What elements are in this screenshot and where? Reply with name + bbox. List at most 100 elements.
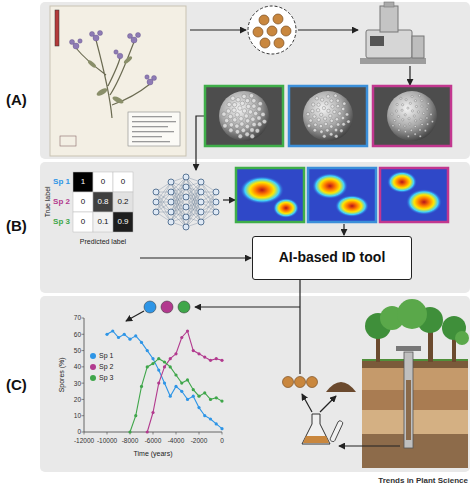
sem-texture bbox=[426, 117, 428, 119]
cnn-neuron bbox=[183, 174, 189, 180]
sem-texture bbox=[320, 113, 323, 116]
data-point bbox=[105, 333, 108, 336]
cnn-neuron bbox=[183, 204, 189, 210]
herbarium-sheet bbox=[136, 33, 141, 38]
sem-texture bbox=[239, 116, 243, 120]
forest-soil bbox=[362, 434, 468, 468]
sem-texture bbox=[334, 128, 337, 131]
cnn-neuron bbox=[183, 184, 189, 190]
sem-texture bbox=[235, 113, 239, 117]
cnn-neuron bbox=[183, 194, 189, 200]
sem-texture bbox=[252, 98, 256, 102]
tick-mark bbox=[107, 432, 108, 435]
tick-label: -4000 bbox=[168, 437, 185, 444]
panel-band bbox=[40, 2, 470, 472]
sem-texture bbox=[242, 94, 246, 98]
tick-mark bbox=[82, 350, 85, 351]
isolated-spores bbox=[307, 377, 318, 388]
data-point bbox=[157, 381, 160, 384]
pollen-sample bbox=[273, 14, 283, 24]
species-spore bbox=[161, 301, 173, 313]
sem-texture bbox=[228, 114, 232, 118]
data-point bbox=[192, 349, 195, 352]
electron-microscope bbox=[384, 2, 394, 7]
sem-texture bbox=[426, 108, 428, 110]
sem-texture bbox=[240, 122, 244, 126]
forest-soil bbox=[455, 331, 469, 345]
class-label: Sp 2 bbox=[53, 198, 70, 207]
sem-texture bbox=[329, 114, 332, 117]
cnn-neuron bbox=[153, 189, 159, 195]
herbarium-sheet bbox=[132, 136, 162, 137]
cnn-neuron bbox=[213, 189, 219, 195]
cnn-network bbox=[153, 174, 219, 230]
herbarium-sheet bbox=[123, 55, 133, 64]
data-point bbox=[215, 357, 218, 360]
matrix-value: 0.9 bbox=[117, 218, 128, 227]
matrix-cell bbox=[113, 172, 133, 192]
box-label: AI-based ID tool bbox=[279, 250, 386, 265]
sem-texture bbox=[430, 113, 432, 115]
electron-microscope bbox=[412, 36, 424, 58]
sem-texture bbox=[233, 118, 237, 122]
sem-image bbox=[303, 91, 353, 141]
sem-texture bbox=[250, 128, 254, 132]
sem-texture bbox=[340, 129, 343, 132]
herbarium-sheet bbox=[60, 136, 76, 146]
sem-texture bbox=[431, 120, 433, 122]
flow-arrow bbox=[196, 116, 205, 170]
chart-legend: Sp 1Sp 2Sp 3 bbox=[90, 350, 113, 383]
axis-title: Time (years) bbox=[133, 450, 172, 458]
flow-arrow bbox=[339, 445, 400, 446]
lab-flask bbox=[303, 436, 329, 443]
matrix-value: 0 bbox=[101, 178, 105, 187]
sem-texture bbox=[395, 110, 397, 112]
sem-texture bbox=[224, 118, 228, 122]
herbarium-sheet bbox=[132, 141, 170, 142]
pollen-sample bbox=[259, 15, 269, 25]
heatmap-image bbox=[240, 176, 284, 204]
sem-image bbox=[219, 91, 269, 141]
legend-text: Sp 1 bbox=[99, 352, 113, 360]
data-point bbox=[134, 334, 137, 337]
sem-texture bbox=[398, 124, 400, 126]
data-point bbox=[146, 349, 149, 352]
pollen-sample bbox=[274, 38, 284, 48]
data-point bbox=[146, 365, 149, 368]
flow-arrow bbox=[298, 29, 358, 30]
data-point bbox=[197, 352, 200, 355]
axis-title: Spores (%) bbox=[58, 357, 66, 392]
herbarium-sheet bbox=[87, 59, 97, 68]
tick-label: -8000 bbox=[122, 437, 139, 444]
sem-texture bbox=[258, 101, 262, 105]
sem-texture bbox=[410, 129, 412, 131]
sem-texture bbox=[404, 114, 406, 116]
data-point bbox=[163, 365, 166, 368]
sem-texture bbox=[401, 104, 403, 106]
sem-texture bbox=[315, 97, 318, 100]
sem-texture bbox=[229, 123, 233, 127]
lab-flask bbox=[330, 420, 344, 442]
credit-text: Trends in Plant Science bbox=[378, 477, 468, 486]
axis-line bbox=[84, 318, 222, 432]
sem-texture bbox=[240, 101, 244, 105]
heatmap-image bbox=[308, 168, 376, 222]
matrix-cell bbox=[93, 212, 113, 232]
pollen-sample bbox=[253, 14, 291, 48]
herbarium-sheet bbox=[50, 6, 186, 156]
sem-texture bbox=[244, 114, 248, 118]
cnn-neuron bbox=[213, 209, 219, 215]
species-spore bbox=[144, 301, 156, 313]
sem-texture bbox=[235, 124, 239, 128]
tick-mark bbox=[82, 383, 85, 384]
flow-arrow bbox=[190, 29, 246, 30]
cnn-link bbox=[156, 182, 171, 212]
data-point bbox=[186, 398, 189, 401]
sem-texture bbox=[232, 103, 236, 107]
data-point bbox=[123, 333, 126, 336]
matrix-value: 1 bbox=[81, 178, 85, 187]
sem-texture bbox=[419, 129, 421, 131]
herbarium-sheet bbox=[132, 116, 176, 142]
forest-soil bbox=[362, 299, 469, 468]
